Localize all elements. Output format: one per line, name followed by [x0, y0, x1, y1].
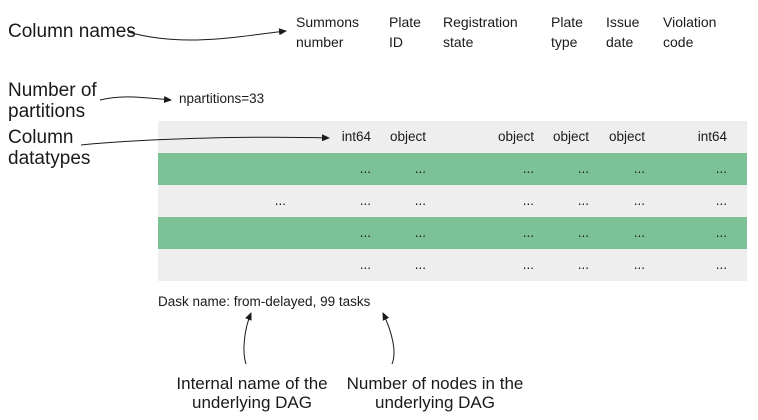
column-name-line-2: number [296, 34, 344, 50]
ellipsis-cell: ... [414, 193, 426, 208]
column-name-registration-state: Registration state [443, 12, 518, 52]
node-count-arrow [382, 312, 395, 365]
column-name-line-2: ID [389, 34, 403, 50]
internal-name-annotation-line-1: Internal name of the [176, 374, 328, 393]
internal-name-annotation-line-2: underlying DAG [191, 393, 312, 412]
index-ellipsis-cell: ... [274, 193, 286, 208]
ellipsis-cell: ... [359, 193, 371, 208]
column-name-summons-number: Summons number [296, 12, 359, 52]
ellipsis-cell: ... [633, 193, 645, 208]
ellipsis-cell: ... [414, 225, 426, 240]
ellipsis-cell: ... [715, 225, 727, 240]
datatypes-annotation-line-1: Column [8, 127, 74, 148]
npartitions-annotation: Number of partitions [8, 80, 97, 122]
partition-row: ... ... ... ... ... ... [158, 153, 747, 185]
column-name-plate-id: Plate ID [389, 12, 421, 52]
npartitions-annotation-line-2: partitions [8, 101, 86, 122]
partition-row: ... ... ... ... ... ... [158, 217, 747, 249]
ellipsis-cell: ... [633, 225, 645, 240]
ellipsis-cell: ... [577, 193, 589, 208]
ellipsis-cell: ... [522, 161, 534, 176]
ellipsis-cell: ... [715, 257, 727, 272]
column-name-line-1: Plate [389, 14, 421, 30]
column-name-line-2: state [443, 34, 474, 50]
ellipsis-cell: ... [414, 257, 426, 272]
partition-row: ... ... ... ... ... ... [158, 249, 747, 281]
dtype-cell: object [497, 129, 534, 144]
datatypes-arrow [80, 134, 330, 146]
dtype-cell: object [552, 129, 589, 144]
ellipsis-cell: ... [522, 225, 534, 240]
ellipsis-cell: ... [577, 161, 589, 176]
npartitions-label: npartitions=33 [179, 91, 265, 106]
column-names-arrow [127, 28, 287, 41]
column-name-line-1: Summons [296, 14, 360, 30]
column-name-line-1: Violation [663, 14, 717, 30]
column-name-plate-type: Plate type [551, 12, 583, 52]
datatypes-annotation-line-2: datatypes [8, 148, 91, 169]
ellipsis-cell: ... [715, 193, 727, 208]
node-count-annotation-line-2: underlying DAG [374, 393, 495, 412]
ellipsis-cell: ... [633, 257, 645, 272]
ellipsis-cell: ... [633, 161, 645, 176]
node-count-annotation-line-1: Number of nodes in the [346, 374, 524, 393]
dtype-cell: object [608, 129, 645, 144]
ellipsis-cell: ... [522, 257, 534, 272]
column-name-line-1: Registration [443, 14, 518, 30]
column-name-violation-code: Violation code [663, 12, 716, 52]
column-name-line-2: date [606, 34, 634, 50]
node-count-annotation: Number of nodes in the underlying DAG [337, 374, 533, 412]
ellipsis-cell: ... [715, 161, 727, 176]
npartitions-arrow [99, 95, 172, 103]
dask-name-label: Dask name: from-delayed, 99 tasks [158, 294, 371, 309]
ellipsis-cell: ... [522, 193, 534, 208]
column-name-line-2: type [551, 34, 578, 50]
partition-row: ... ... ... ... ... ... ... [158, 185, 747, 217]
ellipsis-cell: ... [359, 161, 371, 176]
column-name-line-1: Issue [606, 14, 640, 30]
ellipsis-cell: ... [359, 257, 371, 272]
internal-name-annotation: Internal name of the underlying DAG [163, 374, 341, 412]
ellipsis-cell: ... [577, 257, 589, 272]
column-name-line-1: Plate [551, 14, 583, 30]
npartitions-annotation-line-1: Number of [8, 80, 97, 101]
dtype-cell: object [389, 129, 426, 144]
column-name-line-2: code [663, 34, 694, 50]
dtype-cell: int64 [697, 129, 727, 144]
ellipsis-cell: ... [359, 225, 371, 240]
internal-name-arrow [243, 312, 252, 365]
dtype-cell: int64 [341, 129, 371, 144]
datatypes-annotation: Column datatypes [8, 127, 90, 169]
ellipsis-cell: ... [577, 225, 589, 240]
ellipsis-cell: ... [414, 161, 426, 176]
column-name-issue-date: Issue date [606, 12, 639, 52]
column-names-annotation: Column names [8, 21, 136, 42]
